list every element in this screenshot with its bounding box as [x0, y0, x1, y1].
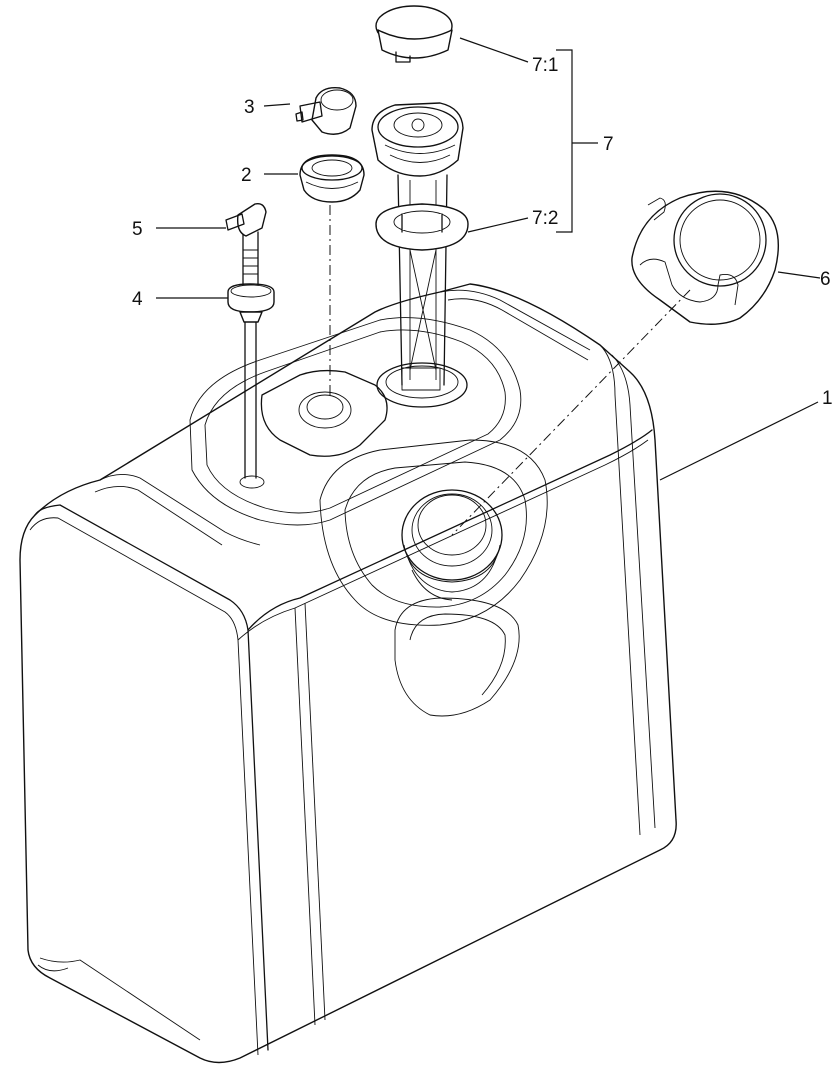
callout-1: 1	[822, 388, 833, 409]
sender-gasket	[375, 203, 469, 251]
leader-1	[659, 401, 819, 481]
leader-7-2	[467, 217, 529, 233]
callout-7-1: 7:1	[532, 55, 558, 76]
pickup-tube	[225, 202, 275, 479]
gauge-cap	[375, 5, 453, 63]
callout-7: 7	[603, 134, 614, 155]
bracket-7	[556, 49, 598, 233]
leader-lines	[156, 37, 821, 481]
vent-fitting	[295, 87, 357, 135]
fuel-tank	[19, 283, 677, 1064]
center-lines	[329, 205, 691, 536]
vent-boss	[260, 369, 388, 457]
callout-4: 4	[132, 289, 143, 310]
leader-6	[777, 271, 821, 279]
leader-3	[263, 103, 291, 107]
callout-7-2: 7:2	[532, 208, 558, 229]
pickup-hole	[239, 475, 265, 489]
vent-grommet	[299, 154, 365, 203]
callout-3: 3	[244, 97, 255, 118]
callout-5: 5	[132, 219, 143, 240]
callout-labels: 1 2 3 4 5 6 7 7:1 7:2	[132, 55, 833, 409]
leader-7-1	[459, 37, 529, 63]
callout-2: 2	[241, 165, 252, 186]
fuel-cap	[631, 190, 780, 325]
callout-6: 6	[820, 269, 831, 290]
filler-neck	[401, 489, 503, 601]
fuel-sender-assembly	[371, 102, 464, 386]
